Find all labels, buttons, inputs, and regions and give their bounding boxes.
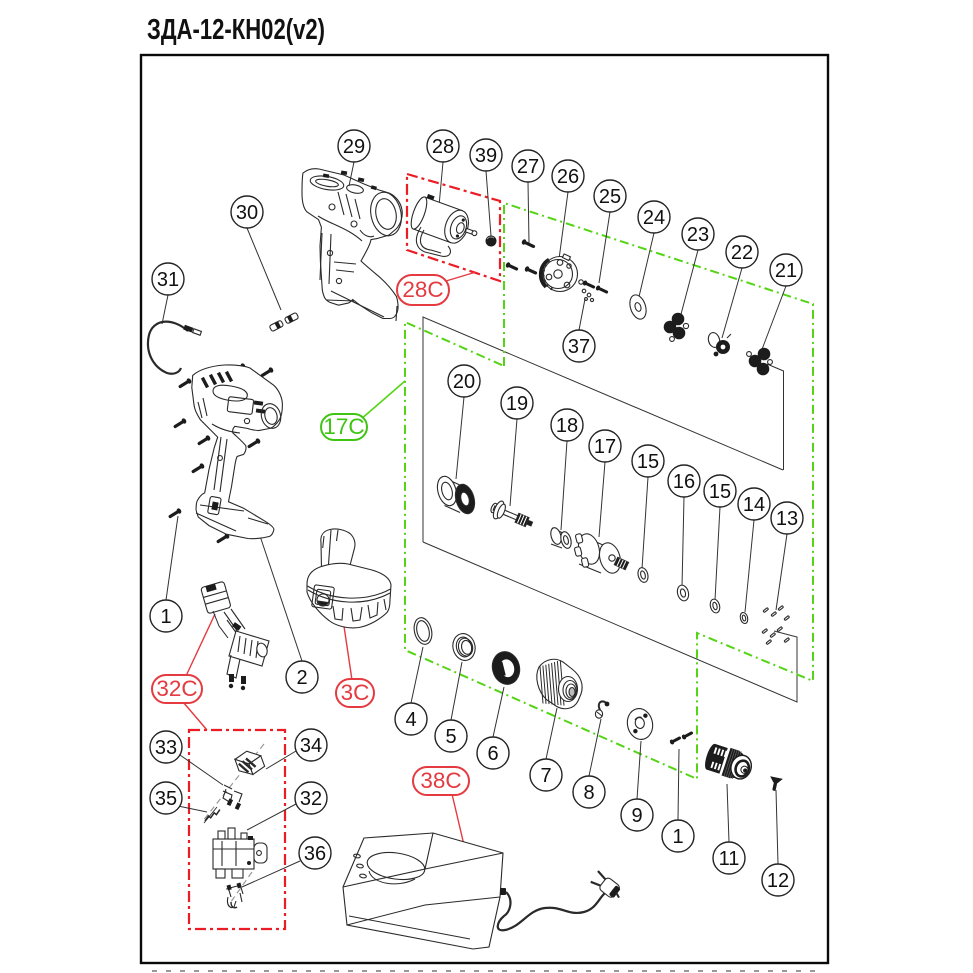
svg-text:4: 4 <box>405 709 416 731</box>
svg-text:28C: 28C <box>402 277 443 302</box>
svg-text:33: 33 <box>155 737 177 759</box>
svg-text:17C: 17C <box>323 414 364 439</box>
svg-text:37: 37 <box>568 336 590 358</box>
svg-text:11: 11 <box>719 848 740 870</box>
svg-text:32: 32 <box>300 788 322 810</box>
svg-text:32C: 32C <box>156 676 197 701</box>
svg-text:34: 34 <box>300 735 322 757</box>
svg-text:19: 19 <box>506 393 528 415</box>
svg-text:22: 22 <box>731 242 753 264</box>
svg-text:13: 13 <box>776 508 798 530</box>
svg-text:17: 17 <box>594 436 616 458</box>
svg-text:2: 2 <box>296 667 307 689</box>
svg-text:9: 9 <box>631 805 642 827</box>
svg-text:35: 35 <box>155 788 177 810</box>
svg-text:23: 23 <box>687 224 709 246</box>
svg-text:39: 39 <box>475 145 497 167</box>
svg-text:12: 12 <box>767 870 789 892</box>
svg-text:27: 27 <box>517 156 539 178</box>
svg-text:3C: 3C <box>341 680 370 705</box>
svg-text:16: 16 <box>673 471 695 493</box>
svg-text:30: 30 <box>236 202 258 224</box>
svg-text:21: 21 <box>775 260 797 282</box>
svg-text:24: 24 <box>643 207 665 229</box>
svg-text:1: 1 <box>672 826 683 848</box>
svg-text:18: 18 <box>556 415 578 437</box>
svg-text:6: 6 <box>487 743 498 765</box>
svg-text:31: 31 <box>157 269 179 291</box>
svg-text:ЗДА-12-КН02(v2): ЗДА-12-КН02(v2) <box>147 14 325 46</box>
svg-text:5: 5 <box>445 726 456 748</box>
svg-text:20: 20 <box>453 371 475 393</box>
svg-text:15: 15 <box>709 481 731 503</box>
svg-text:15: 15 <box>637 451 659 473</box>
svg-text:36: 36 <box>304 843 326 865</box>
svg-text:38C: 38C <box>420 768 461 793</box>
svg-text:25: 25 <box>599 186 621 208</box>
svg-text:28: 28 <box>432 136 454 158</box>
svg-text:26: 26 <box>557 166 579 188</box>
svg-text:14: 14 <box>743 494 765 516</box>
svg-text:1: 1 <box>160 606 171 628</box>
svg-text:7: 7 <box>540 765 551 787</box>
svg-text:8: 8 <box>583 782 594 804</box>
svg-text:29: 29 <box>343 136 365 158</box>
